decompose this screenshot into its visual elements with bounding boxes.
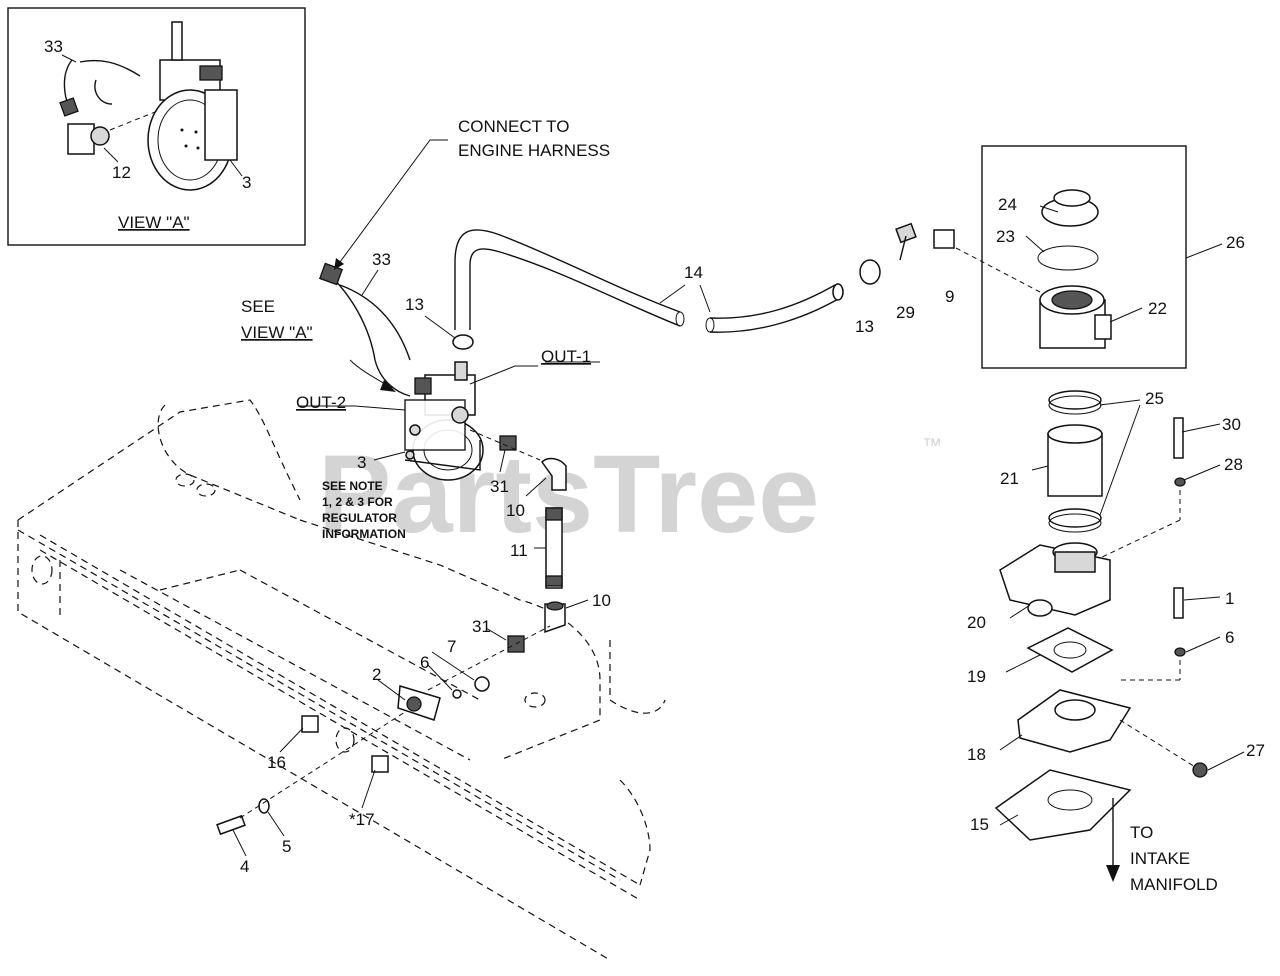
callout-3: 3 <box>357 453 366 472</box>
note-to-line2: INTAKE <box>1130 849 1190 868</box>
view-a-title: VIEW "A" <box>118 213 190 232</box>
note-to-line1: TO <box>1130 823 1153 842</box>
callout-30: 30 <box>1222 415 1241 434</box>
callout-1: 1 <box>1225 589 1234 608</box>
note-reg-line2: 1, 2 & 3 FOR <box>322 495 393 509</box>
callout-33: 33 <box>372 250 391 269</box>
fitting-part-9 <box>933 229 955 249</box>
note-connect-line2: ENGINE HARNESS <box>458 141 610 160</box>
callout-28: 28 <box>1224 455 1243 474</box>
callout-16: 16 <box>267 753 286 772</box>
fitting-part-31a <box>499 435 517 451</box>
callout-18: 18 <box>967 745 986 764</box>
note-reg-line1: SEE NOTE <box>322 479 383 493</box>
bolt-washer-4-5 <box>216 711 406 836</box>
callout-13b: 13 <box>855 317 874 336</box>
callout-5: 5 <box>282 837 291 856</box>
callout-6a: 6 <box>420 653 429 672</box>
callout-24: 24 <box>998 195 1017 214</box>
callout-29: 29 <box>896 303 915 322</box>
callout-31b: 31 <box>472 617 491 636</box>
callout-6b: 6 <box>1225 628 1234 647</box>
note-reg-line4: INFORMATION <box>322 527 406 541</box>
note-see-line2: VIEW "A" <box>241 323 313 342</box>
callout-2: 2 <box>372 665 381 684</box>
view-a-callout-3: 3 <box>242 173 251 192</box>
callout-25: 25 <box>1145 389 1164 408</box>
callout-23: 23 <box>996 227 1015 246</box>
note-out2: OUT-2 <box>296 393 346 412</box>
callout-17: *17 <box>349 810 375 829</box>
callout-11: 11 <box>510 541 528 560</box>
callout-21: 21 <box>1000 469 1019 488</box>
callout-13a: 13 <box>405 295 424 314</box>
view-a-callout-12: 12 <box>112 163 131 182</box>
callout-31a: 31 <box>490 477 509 496</box>
hose-part-14 <box>454 229 844 333</box>
callout-7: 7 <box>447 637 456 656</box>
watermark-brand: PartsTree <box>318 433 819 556</box>
callout-26: 26 <box>1226 233 1245 252</box>
note-reg-line3: REGULATOR <box>322 511 397 525</box>
mixer-box-26 <box>981 145 1223 369</box>
callout-15: 15 <box>970 815 989 834</box>
callout-4: 4 <box>240 857 249 876</box>
note-to-line3: MANIFOLD <box>1130 875 1218 894</box>
fittings-group <box>397 429 567 721</box>
callout-10a: 10 <box>506 501 525 520</box>
view-a-inset <box>7 7 306 246</box>
callout-27: 27 <box>1246 741 1265 760</box>
note-see-line1: SEE <box>241 297 275 316</box>
view-a-callout-33: 33 <box>44 37 63 56</box>
fitting-part-29 <box>895 222 917 261</box>
callout-9: 9 <box>945 287 954 306</box>
callout-22: 22 <box>1148 299 1167 318</box>
generator-frame <box>17 399 666 961</box>
callout-14: 14 <box>684 263 703 282</box>
note-connect-line1: CONNECT TO <box>458 117 569 136</box>
leader-lines <box>232 139 600 857</box>
clamp-part-13a <box>452 334 474 350</box>
regulator-part-3 <box>318 262 484 481</box>
callout-20: 20 <box>967 613 986 632</box>
callout-10b: 10 <box>592 591 611 610</box>
clamp-part-13b <box>859 259 881 285</box>
watermark-tm: ™ <box>922 435 942 457</box>
intake-stack <box>994 390 1245 882</box>
note-out1: OUT-1 <box>541 347 591 366</box>
callout-19: 19 <box>967 667 986 686</box>
